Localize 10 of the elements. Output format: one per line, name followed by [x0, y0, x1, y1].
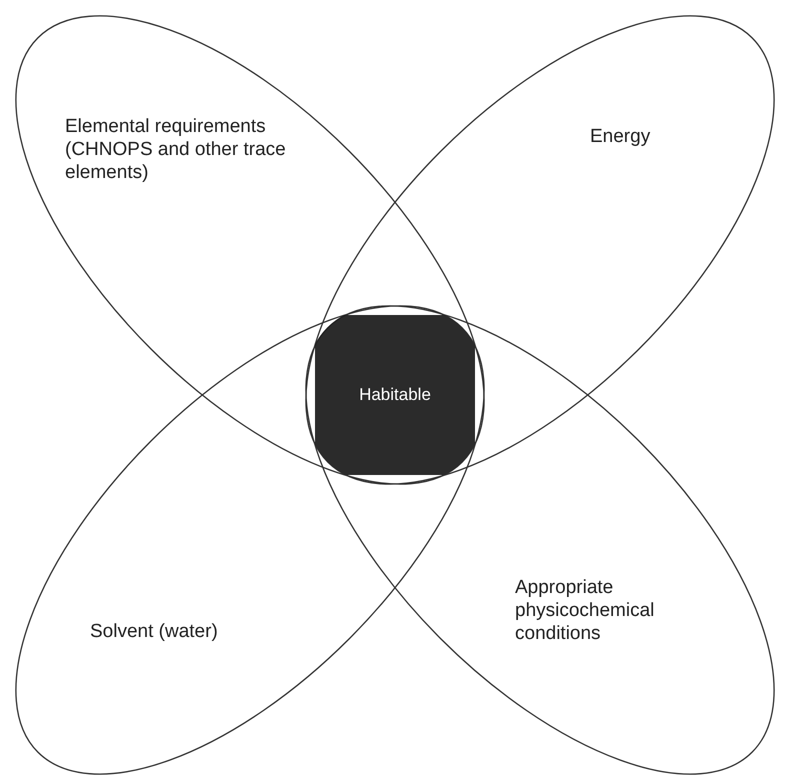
region-label: Energy	[590, 125, 652, 148]
region-label: Solvent (water)	[90, 620, 219, 643]
intersection-region	[315, 315, 475, 475]
region-label: Appropriate physicochemical conditions	[515, 576, 656, 645]
region-label: Habitable	[358, 384, 432, 406]
venn-ellipse	[306, 16, 774, 484]
venn-ellipse	[16, 306, 484, 774]
venn-ellipse	[16, 16, 484, 484]
region-label: Elemental requirements (CHNOPS and other trace elements)	[65, 115, 287, 184]
venn-ellipse	[306, 306, 774, 774]
